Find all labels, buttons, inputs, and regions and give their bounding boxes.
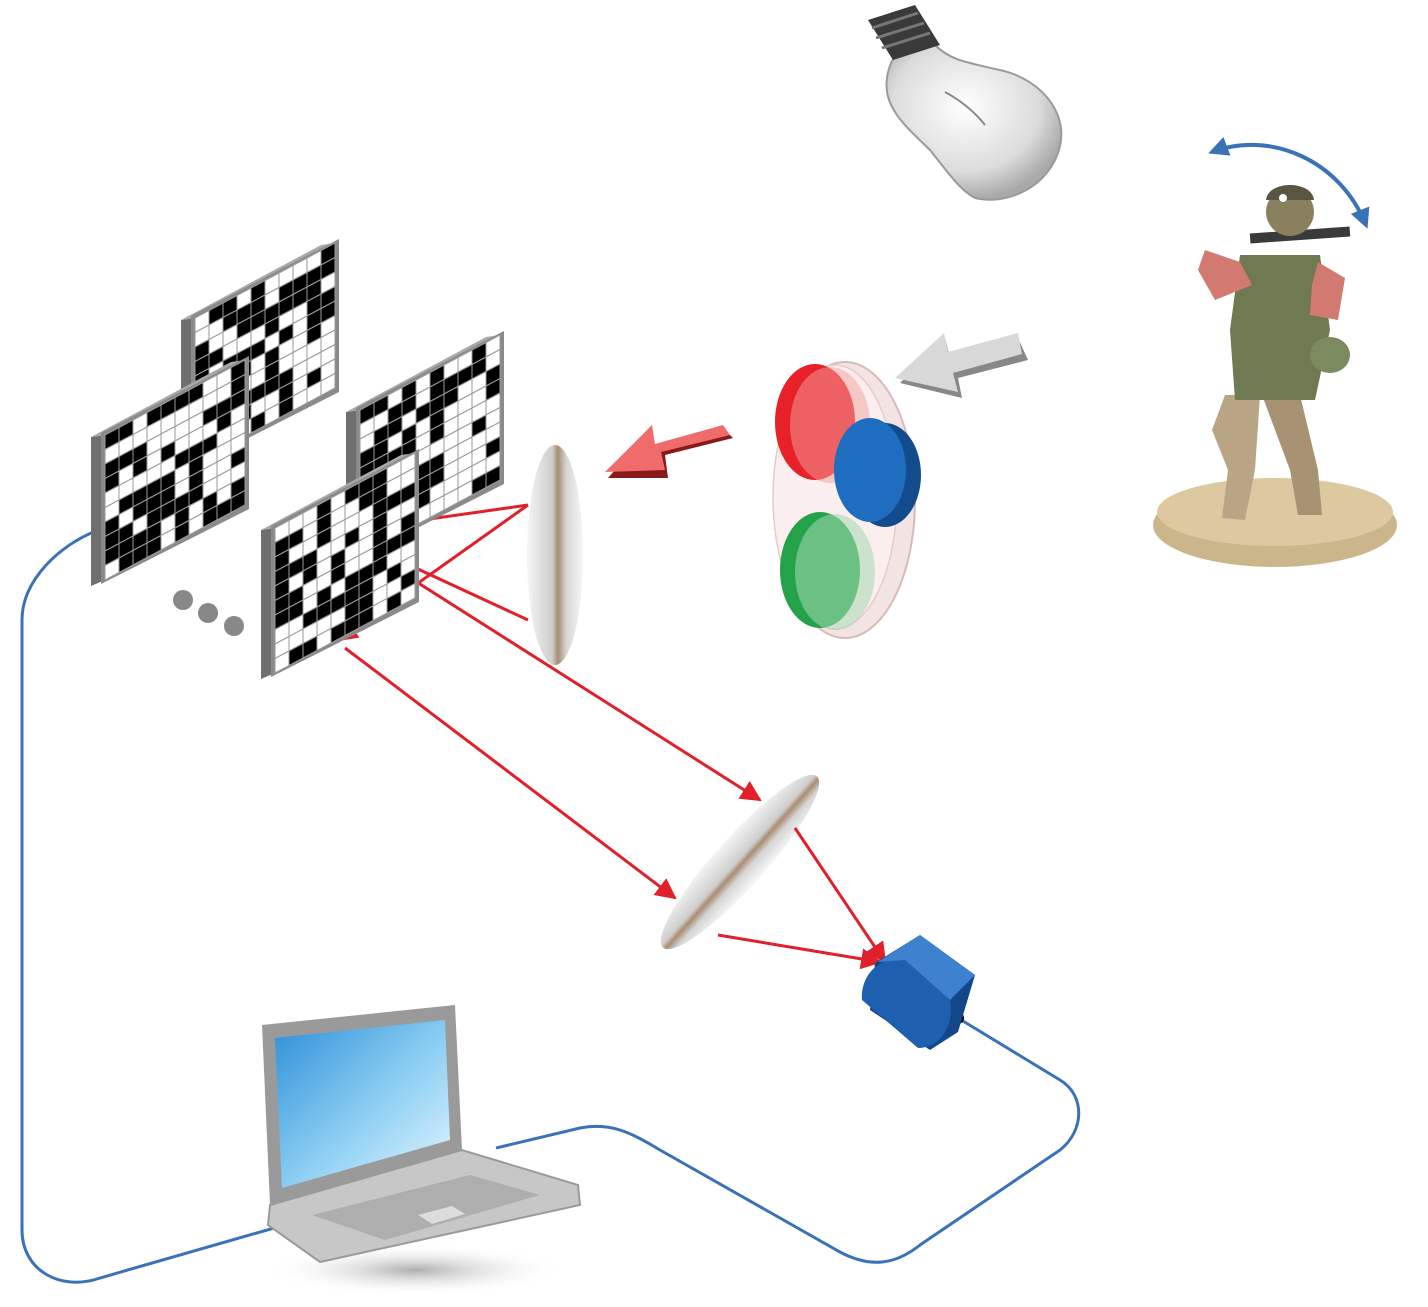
lens-condenser — [527, 445, 583, 665]
filtered-light-arrow-icon — [605, 425, 733, 478]
light-bulb-icon — [868, 5, 1063, 201]
cable-detector-to-laptop — [495, 1016, 1081, 1264]
filter-blue — [834, 418, 906, 522]
dmd-pixel — [485, 464, 501, 489]
dmd-pattern-panel — [261, 449, 419, 679]
photodetector-icon — [861, 935, 975, 1050]
dmd-pattern-stack — [91, 239, 504, 679]
laptop-icon — [262, 1005, 582, 1296]
cable-dmd-to-laptop — [20, 529, 296, 1284]
incoming-light-arrow-icon — [895, 333, 1028, 398]
color-filter-wheel-icon — [772, 361, 921, 639]
dmd-pixel — [320, 372, 336, 397]
dmd-pixel — [400, 582, 416, 607]
ellipsis-icon — [173, 590, 244, 636]
dmd-pattern-panel — [91, 356, 249, 586]
rotation-arrow-icon — [1208, 136, 1370, 229]
lens-collector-upper — [660, 774, 820, 950]
soldier-figurine-icon — [1153, 185, 1397, 567]
dmd-pixel — [230, 489, 246, 514]
